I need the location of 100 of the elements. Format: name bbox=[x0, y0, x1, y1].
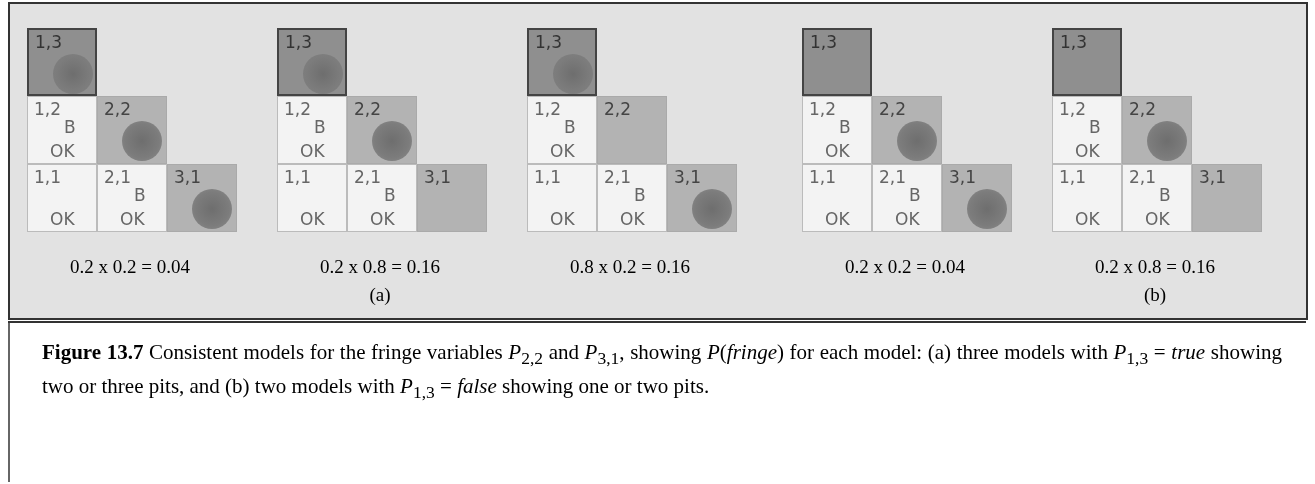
grid-square bbox=[1052, 164, 1122, 232]
ok-label: OK bbox=[620, 211, 645, 228]
grid-square bbox=[27, 164, 97, 232]
pit-square bbox=[27, 28, 97, 96]
coord-label: 1,2 bbox=[809, 101, 837, 118]
grid-square bbox=[597, 164, 667, 232]
fringe-square bbox=[1122, 96, 1192, 164]
pit-circle bbox=[1147, 121, 1187, 161]
coord-label: 1,1 bbox=[809, 169, 837, 186]
coord-label: 2,1 bbox=[879, 169, 907, 186]
coord-label: 3,1 bbox=[424, 169, 452, 186]
coord-label: 1,2 bbox=[34, 101, 62, 118]
coord-label: 2,2 bbox=[604, 101, 632, 118]
coord-label: 2,1 bbox=[1129, 169, 1157, 186]
coord-label: 1,1 bbox=[34, 169, 62, 186]
pit-circle bbox=[372, 121, 412, 161]
coord-label: 2,1 bbox=[354, 169, 382, 186]
ok-label: OK bbox=[120, 211, 145, 228]
fringe-square bbox=[347, 96, 417, 164]
fringe-square bbox=[597, 96, 667, 164]
grid-square bbox=[527, 164, 597, 232]
grid-square bbox=[527, 96, 597, 164]
breeze-label: B bbox=[314, 119, 326, 136]
fringe-square bbox=[942, 164, 1012, 232]
coord-label: 1,1 bbox=[1059, 169, 1087, 186]
coord-label: 1,1 bbox=[284, 169, 312, 186]
breeze-label: B bbox=[564, 119, 576, 136]
pit-square bbox=[527, 28, 597, 96]
coord-label: 1,3 bbox=[35, 34, 63, 51]
breeze-label: B bbox=[1159, 187, 1171, 204]
probability-label: 0.2 x 0.8 = 0.16 bbox=[1095, 256, 1215, 278]
grid-square bbox=[872, 164, 942, 232]
fringe-square bbox=[667, 164, 737, 232]
coord-label: 1,3 bbox=[285, 34, 313, 51]
ok-label: OK bbox=[825, 211, 850, 228]
pit-circle bbox=[967, 189, 1007, 229]
pit-circle bbox=[692, 189, 732, 229]
pit-square bbox=[277, 28, 347, 96]
grid-square bbox=[347, 164, 417, 232]
breeze-label: B bbox=[384, 187, 396, 204]
coord-label: 2,2 bbox=[354, 101, 382, 118]
ok-label: OK bbox=[50, 143, 75, 160]
grid-square bbox=[1052, 96, 1122, 164]
ok-label: OK bbox=[825, 143, 850, 160]
breeze-label: B bbox=[909, 187, 921, 204]
group-label: (a) bbox=[369, 284, 391, 306]
coord-label: 1,2 bbox=[1059, 101, 1087, 118]
coord-label: 3,1 bbox=[674, 169, 702, 186]
group-label: (b) bbox=[1143, 284, 1167, 306]
coord-label: 2,2 bbox=[879, 101, 907, 118]
coord-label: 1,2 bbox=[534, 101, 562, 118]
coord-label: 1,3 bbox=[810, 34, 838, 51]
probability-label: 0.2 x 0.2 = 0.04 bbox=[845, 256, 965, 278]
pit-square bbox=[1052, 28, 1122, 96]
fringe-square bbox=[417, 164, 487, 232]
breeze-label: B bbox=[839, 119, 851, 136]
breeze-label: B bbox=[134, 187, 146, 204]
breeze-label: B bbox=[64, 119, 76, 136]
grid-square bbox=[97, 164, 167, 232]
breeze-label: B bbox=[1089, 119, 1101, 136]
ok-label: OK bbox=[550, 143, 575, 160]
ok-label: OK bbox=[300, 211, 325, 228]
coord-label: 2,1 bbox=[604, 169, 632, 186]
ok-label: OK bbox=[1145, 211, 1170, 228]
probability-label: 0.8 x 0.2 = 0.16 bbox=[570, 256, 690, 278]
coord-label: 3,1 bbox=[1199, 169, 1227, 186]
coord-label: 3,1 bbox=[174, 169, 202, 186]
coord-label: 2,2 bbox=[1129, 101, 1157, 118]
fringe-square bbox=[97, 96, 167, 164]
pit-circle bbox=[553, 54, 593, 94]
probability-label: 0.2 x 0.2 = 0.04 bbox=[70, 256, 190, 278]
ok-label: OK bbox=[895, 211, 920, 228]
ok-label: OK bbox=[50, 211, 75, 228]
pit-circle bbox=[53, 54, 93, 94]
grid-square bbox=[802, 96, 872, 164]
pit-square bbox=[802, 28, 872, 96]
ok-label: OK bbox=[1075, 143, 1100, 160]
ok-label: OK bbox=[370, 211, 395, 228]
grid-square bbox=[277, 164, 347, 232]
pit-circle bbox=[303, 54, 343, 94]
pit-circle bbox=[897, 121, 937, 161]
breeze-label: B bbox=[634, 187, 646, 204]
grid-square bbox=[27, 96, 97, 164]
ok-label: OK bbox=[300, 143, 325, 160]
grid-square bbox=[1122, 164, 1192, 232]
coord-label: 1,3 bbox=[535, 34, 563, 51]
figure-caption: Figure 13.7 Consistent models for the fringe variables P$_{2,2}$ and P$_{3,1}$, showing P(fringe) for each model: (a) three models with P$_{1,3}$ = true showing two or three pits, and (b) two models with P$_{1,3}$ = false showing one or two pits. bbox=[42, 339, 1282, 405]
coord-label: 1,2 bbox=[284, 101, 312, 118]
coord-label: 1,1 bbox=[534, 169, 562, 186]
coord-label: 3,1 bbox=[949, 169, 977, 186]
pit-circle bbox=[192, 189, 232, 229]
fringe-square bbox=[167, 164, 237, 232]
pit-circle bbox=[122, 121, 162, 161]
fringe-square bbox=[1192, 164, 1262, 232]
grid-square bbox=[802, 164, 872, 232]
coord-label: 2,1 bbox=[104, 169, 132, 186]
fringe-square bbox=[872, 96, 942, 164]
probability-label: 0.2 x 0.8 = 0.16 bbox=[320, 256, 440, 278]
ok-label: OK bbox=[1075, 211, 1100, 228]
coord-label: 2,2 bbox=[104, 101, 132, 118]
